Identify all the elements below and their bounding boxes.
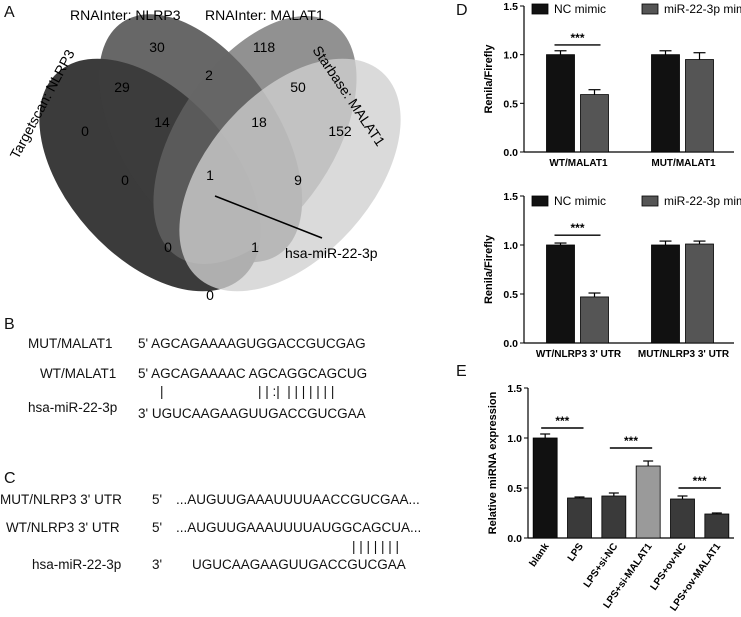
bar <box>685 243 714 344</box>
seq-c-wt-seq: ...AUGUUGAAAUUUUAUGGCAGCUA... <box>176 520 422 535</box>
venn-count: 0 <box>121 172 129 188</box>
y-tick-label: 0.5 <box>503 98 518 110</box>
bar <box>670 498 695 539</box>
x-tick-label: MUT/NLRP3 3' UTR <box>638 349 730 360</box>
seq-b-mir-seq: 3' UGUCAAGAAGUUGACCGUCGAA <box>138 406 366 421</box>
seq-c-mir-label: hsa-miR-22-3p <box>32 557 122 572</box>
venn-label-rnainter-nlrp3: RNAInter: NLRP3 <box>70 7 181 23</box>
y-tick-label: 0.0 <box>503 147 518 159</box>
seq-b-mut-label: MUT/MALAT1 <box>28 336 113 351</box>
significance-label: *** <box>624 434 638 448</box>
y-axis-label: Relative miRNA expression <box>487 391 499 534</box>
venn-count: 0 <box>164 239 172 255</box>
seq-b-wt-label: WT/MALAT1 <box>40 366 117 381</box>
legend-swatch <box>641 195 659 207</box>
x-tick-label: LPS <box>566 541 586 564</box>
y-tick-label: 0.5 <box>507 483 522 495</box>
venn-count: 0 <box>206 287 214 303</box>
y-tick-label: 1.5 <box>503 1 518 13</box>
y-tick-label: 1.0 <box>503 240 518 252</box>
legend-label: miR-22-3p mimic <box>664 194 741 208</box>
significance-label: *** <box>570 31 584 45</box>
venn-count: 118 <box>253 39 276 55</box>
venn-count: 50 <box>290 79 306 95</box>
bar <box>685 59 714 153</box>
legend-label: NC mimic <box>554 194 606 208</box>
venn-annotation-pointer <box>214 195 323 239</box>
seq-c-wt-prime: 5' <box>152 520 163 535</box>
seq-b-pair-bars-2: | | :| | | | | | | | <box>258 384 335 399</box>
seq-c-mut-seq: ...AUGUUGAAAUUUUAACCGUCGAA... <box>176 492 420 507</box>
venn-diagram <box>39 14 401 292</box>
bar <box>651 54 680 153</box>
bar <box>704 513 730 539</box>
x-tick-label: MUT/MALAT1 <box>651 158 716 169</box>
seq-c-mut-label: MUT/NLRP3 3' UTR <box>0 492 122 507</box>
seq-b-wt-seq: 5' AGCAGAAAAC AGCAGGCAGCUG <box>138 366 368 381</box>
seq-b-mut-seq: 5' AGCAGAAAAGUGGACCGUCGAG <box>138 336 366 351</box>
venn-count: 9 <box>294 172 302 188</box>
bar <box>635 465 661 539</box>
bar <box>567 497 592 539</box>
seq-c-mut-prime: 5' <box>152 492 163 507</box>
significance-label: *** <box>555 414 569 428</box>
legend-label: miR-22-3p mimic <box>664 2 741 16</box>
venn-label-rnainter-malat1: RNAInter: MALAT1 <box>205 7 324 23</box>
y-tick-label: 0.5 <box>503 289 518 301</box>
seq-c-mir-prime: 3' <box>152 557 163 572</box>
y-tick-label: 0.0 <box>507 533 522 545</box>
venn-count: 18 <box>251 114 267 130</box>
y-tick-label: 1.0 <box>503 50 518 62</box>
y-axis-label: Renila/Firefly <box>483 44 495 114</box>
significance-label: *** <box>570 221 584 235</box>
legend-swatch <box>641 3 659 15</box>
venn-count: 29 <box>114 79 130 95</box>
panel-letter-d: D <box>456 2 468 19</box>
seq-b-mir-label: hsa-miR-22-3p <box>28 400 118 415</box>
x-tick-label: LPS+si-NC <box>582 541 620 589</box>
y-tick-label: 0.0 <box>503 338 518 350</box>
venn-count: 0 <box>81 123 89 139</box>
panel-letter-e: E <box>456 363 467 380</box>
venn-count: 30 <box>149 39 165 55</box>
venn-count: 2 <box>205 67 213 83</box>
panel-letter-a: A <box>4 4 15 21</box>
venn-count: 1 <box>206 167 214 183</box>
legend-swatch <box>531 3 549 15</box>
bar <box>651 244 680 344</box>
bar <box>532 437 558 539</box>
bar <box>580 296 609 344</box>
seq-c-pair-bars: | | | | | | | <box>352 539 400 554</box>
bar <box>546 54 575 153</box>
panel-letter-c: C <box>4 470 16 487</box>
x-tick-label: WT/MALAT1 <box>549 158 608 169</box>
venn-count: 14 <box>154 114 170 130</box>
venn-annotation-label: hsa-miR-22-3p <box>285 245 378 261</box>
legend-swatch <box>531 195 549 207</box>
x-tick-label: WT/NLRP3 3' UTR <box>536 349 622 360</box>
significance-label: *** <box>693 474 707 488</box>
venn-count: 1 <box>251 239 259 255</box>
bar <box>601 495 627 539</box>
seq-c-wt-label: WT/NLRP3 3' UTR <box>6 520 120 535</box>
bar <box>546 244 575 344</box>
y-tick-label: 1.0 <box>507 433 522 445</box>
venn-count: 152 <box>328 123 352 139</box>
bar <box>580 94 609 153</box>
venn-set-starbase-malat1 <box>179 58 401 292</box>
y-tick-label: 1.5 <box>507 383 522 395</box>
y-tick-label: 1.5 <box>503 191 518 203</box>
y-axis-label: Renila/Firefly <box>483 234 495 304</box>
legend-label: NC mimic <box>554 2 606 16</box>
panel-letter-b: B <box>4 316 15 333</box>
x-tick-label: blank <box>528 541 552 569</box>
seq-c-mir-seq: UGUCAAGAAGUUGACCGUCGAA <box>192 557 406 572</box>
seq-b-pair-bars-1: | <box>160 384 164 399</box>
